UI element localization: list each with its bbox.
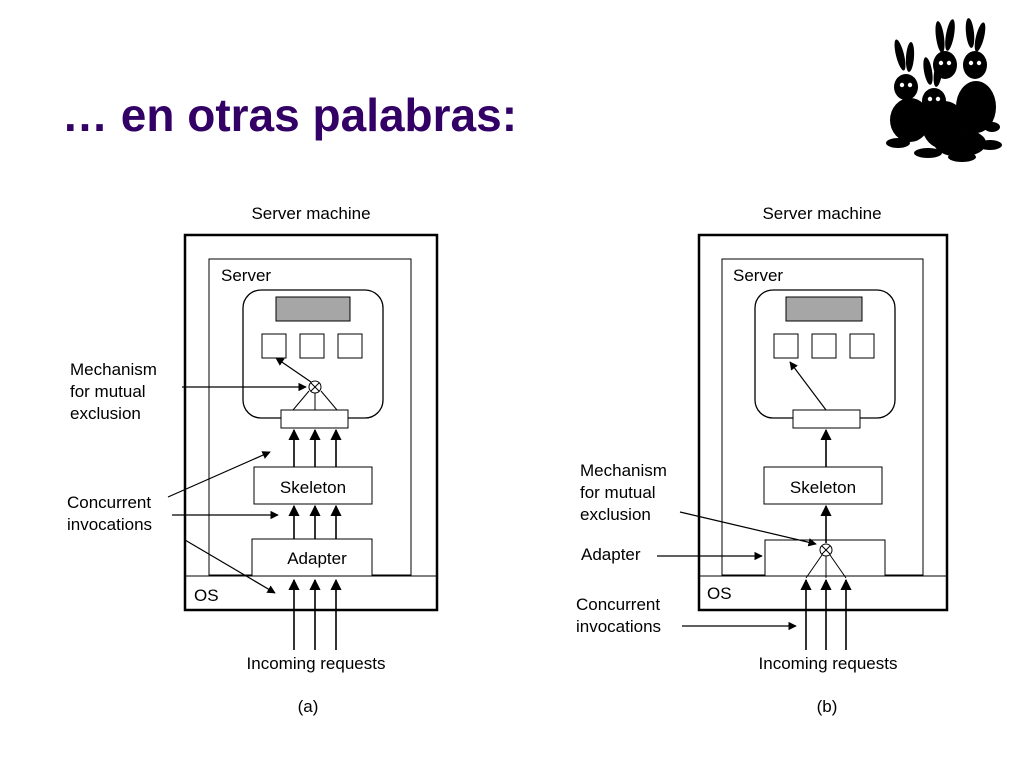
- os-label-a: OS: [194, 586, 219, 605]
- concurrent-line2-b: invocations: [576, 617, 661, 636]
- skeleton-box-b: [763, 466, 883, 505]
- mechanism-line1-b: Mechanism: [580, 461, 667, 480]
- method-box-a2: [299, 333, 325, 359]
- mechanism-line1-a: Mechanism: [70, 360, 157, 379]
- method-box-a3: [337, 333, 363, 359]
- skeleton-box-a: [253, 466, 373, 505]
- diagram-a: Server machine Server Skeleton Adapter O…: [67, 204, 439, 716]
- os-label-b: OS: [707, 584, 732, 603]
- server-machine-box-b: [697, 233, 949, 612]
- adapter-box-a: [251, 538, 373, 577]
- server-label-a: Server: [221, 266, 271, 285]
- rabbits-group-icon: [886, 18, 1002, 162]
- server-label-b: Server: [733, 266, 783, 285]
- adapter-label-a: Adapter: [287, 549, 347, 568]
- caption-a: (a): [298, 697, 319, 716]
- concurrent-line2-a: invocations: [67, 515, 152, 534]
- method-box-b3: [849, 333, 875, 359]
- concurrent-line1-b: Concurrent: [576, 595, 660, 614]
- diagram-b: Server machine Server Skeleton OS Incomi…: [576, 204, 949, 716]
- skeleton-label-b: Skeleton: [790, 478, 856, 497]
- server-machine-label-b: Server machine: [762, 204, 881, 223]
- method-box-a1: [261, 333, 287, 359]
- method-box-b1: [773, 333, 799, 359]
- stub-box-b: [792, 409, 861, 429]
- server-machine-box-a: [183, 233, 439, 612]
- slide-title: … en otras palabras:: [62, 89, 518, 141]
- mechanism-line2-b: for mutual: [580, 483, 656, 502]
- method-box-b2: [811, 333, 837, 359]
- server-machine-label-a: Server machine: [251, 204, 370, 223]
- object-display-b: [785, 296, 863, 322]
- concurrent-line1-a: Concurrent: [67, 493, 151, 512]
- mechanism-line2-a: for mutual: [70, 382, 146, 401]
- caption-b: (b): [817, 697, 838, 716]
- skeleton-label-a: Skeleton: [280, 478, 346, 497]
- stub-box-a: [280, 409, 349, 429]
- adapter-label-b: Adapter: [581, 545, 641, 564]
- mechanism-line3-b: exclusion: [580, 505, 651, 524]
- object-display-a: [275, 296, 351, 322]
- incoming-label-a: Incoming requests: [247, 654, 386, 673]
- adapter-box-b: [764, 539, 886, 577]
- incoming-label-b: Incoming requests: [759, 654, 898, 673]
- mechanism-line3-a: exclusion: [70, 404, 141, 423]
